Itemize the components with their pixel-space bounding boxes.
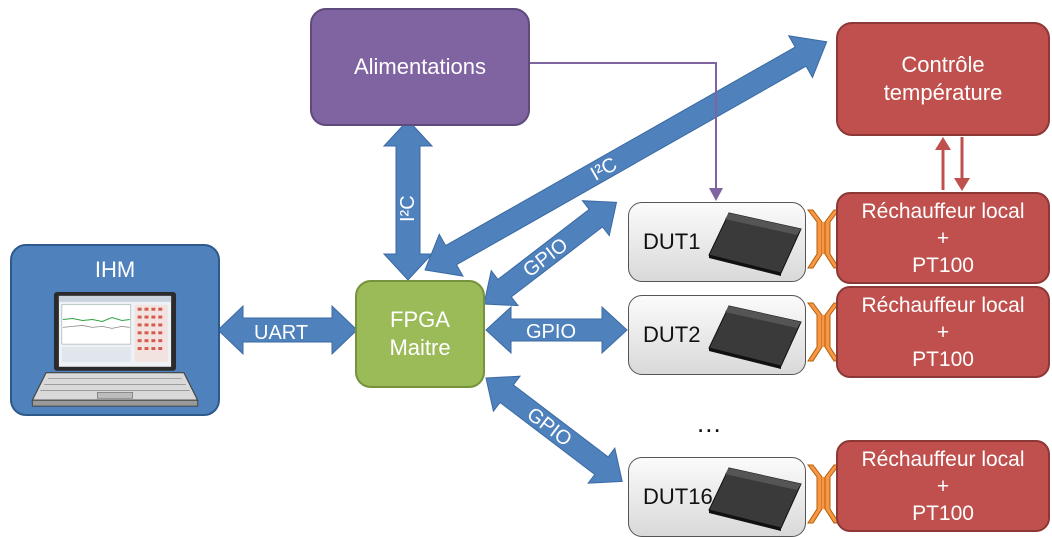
dut1-block: DUT1 xyxy=(628,202,806,282)
controle-label-line2: température xyxy=(883,80,1003,105)
ihm-label: IHM xyxy=(94,257,136,282)
gpio-dut16-label: GPIO xyxy=(523,403,576,451)
gpio-dut2-label: GPIO xyxy=(526,321,576,343)
dut1-label: DUT1 xyxy=(643,229,701,254)
heater-line1: Réchauffeur local xyxy=(861,293,1025,317)
gpio-dut1-arrow xyxy=(483,200,618,307)
chip-icon xyxy=(708,467,802,531)
ctrl-heater-down-arrowhead xyxy=(954,178,970,191)
fpga-maitre-block: FPGA Maitre xyxy=(355,280,485,388)
i2c-vertical-label: I²C xyxy=(397,195,419,222)
power-line xyxy=(530,62,717,190)
ihm-block: IHM xyxy=(10,244,220,416)
heater-dut1-block: Réchauffeur local + PT100 xyxy=(836,192,1050,284)
heater-line2: + xyxy=(936,226,950,250)
i2c-diagonal-arrow xyxy=(424,35,828,277)
dut16-block: DUT16 xyxy=(628,457,806,537)
laptop-icon xyxy=(31,291,199,407)
controle-label-line1: Contrôle xyxy=(901,52,985,77)
uart-label: UART xyxy=(254,322,308,344)
gpio-dut1-label: GPIO xyxy=(519,234,572,282)
alimentations-label: Alimentations xyxy=(353,54,487,79)
chip-icon xyxy=(708,212,802,276)
heater-line3: PT100 xyxy=(912,347,974,371)
heater-line1: Réchauffeur local xyxy=(861,447,1025,471)
fpga-label-line1: FPGA xyxy=(390,307,450,332)
gpio-dut2-arrow xyxy=(485,305,628,355)
alimentations-block: Alimentations xyxy=(310,8,530,126)
heater-line1: Réchauffeur local xyxy=(861,199,1025,223)
dut2-label: DUT2 xyxy=(643,322,701,347)
thermal-connector-2 xyxy=(807,302,840,362)
heater-line3: PT100 xyxy=(912,501,974,525)
controle-temperature-block: Contrôle température xyxy=(836,22,1050,136)
chip-icon xyxy=(708,305,802,369)
fpga-label-line2: Maitre xyxy=(389,335,451,360)
gpio-dut16-arrow xyxy=(485,375,623,484)
ellipsis-more-duts: ... xyxy=(697,408,722,438)
dut2-block: DUT2 xyxy=(628,295,806,375)
dut16-label: DUT16 xyxy=(643,484,713,509)
ctrl-heater-up-arrowhead xyxy=(935,137,951,150)
heater-line2: + xyxy=(936,474,950,498)
heater-line2: + xyxy=(936,320,950,344)
heater-line3: PT100 xyxy=(912,253,974,277)
heater-dut2-block: Réchauffeur local + PT100 xyxy=(836,286,1050,378)
thermal-connector-16 xyxy=(807,464,840,524)
power-line-arrowhead xyxy=(709,188,723,201)
heater-dut16-block: Réchauffeur local + PT100 xyxy=(836,440,1050,532)
thermal-connector-1 xyxy=(807,209,840,269)
